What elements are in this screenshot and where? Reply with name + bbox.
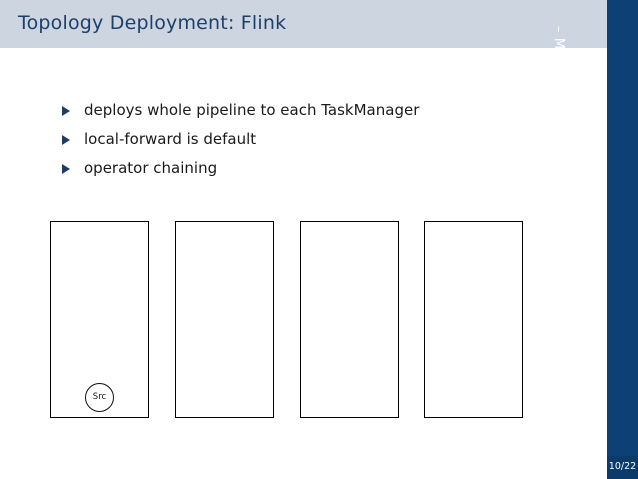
topology-diagram: Src (50, 221, 523, 418)
slide-header-band (0, 0, 607, 48)
bullet-list: deploys whole pipeline to each TaskManag… (62, 100, 542, 187)
sidebar-author-block: – Matthias J. Sax – Squirrels and Storms (551, 22, 638, 422)
bullet-text: operator chaining (84, 159, 218, 177)
taskmanager-box-4 (424, 221, 523, 418)
sidebar-author-label: – Matthias J. Sax – (550, 26, 566, 155)
sidebar-footer: 10/22 (607, 456, 638, 479)
list-item: deploys whole pipeline to each TaskManag… (62, 100, 542, 122)
operator-node-label: Src (92, 392, 107, 403)
operator-node-src: Src (85, 383, 114, 412)
bullet-text: local-forward is default (84, 130, 257, 148)
page-title: Topology Deployment: Flink (18, 12, 287, 34)
page-number: 10/22 (608, 461, 637, 472)
taskmanager-box-3 (300, 221, 399, 418)
sidebar: – Matthias J. Sax – Squirrels and Storms… (551, 0, 638, 479)
list-item: operator chaining (62, 158, 542, 180)
taskmanager-box-2 (175, 221, 274, 418)
bullet-text: deploys whole pipeline to each TaskManag… (84, 101, 420, 119)
taskmanager-box-1: Src (50, 221, 149, 418)
sidebar-subtitle-label: Squirrels and Storms (573, 172, 583, 262)
list-item: local-forward is default (62, 129, 542, 151)
slide-header-band-tail (600, 0, 607, 48)
